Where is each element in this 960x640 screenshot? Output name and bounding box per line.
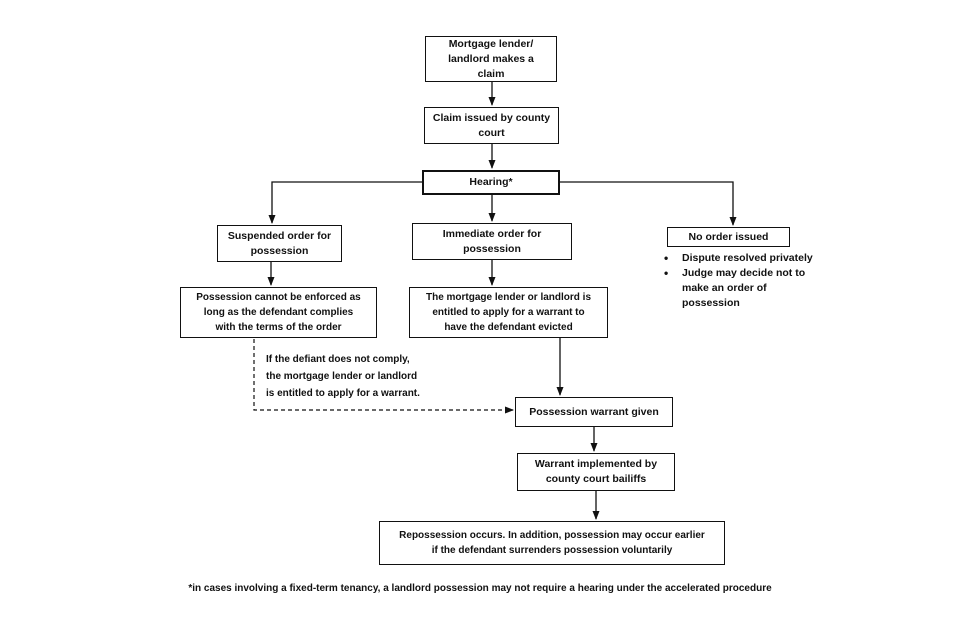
- node-line: Repossession occurs. In addition, posses…: [399, 530, 705, 541]
- node-line: The mortgage lender or landlord is: [425, 292, 592, 303]
- note-line: If the defiant does not comply,: [266, 354, 410, 365]
- node-line: if the defendant surrenders possession v…: [431, 545, 673, 556]
- node-possession-cannot-be-enforced: Possession cannot be enforced as long as…: [180, 287, 377, 338]
- node-line: Possession warrant given: [529, 405, 659, 418]
- bullet-item: Judge may decide not to make an order of…: [658, 266, 818, 311]
- note-line: is entitled to apply for a warrant.: [266, 388, 420, 399]
- node-immediate-order: Immediate order for possession: [412, 223, 572, 260]
- node-possession-warrant-given: Possession warrant given: [515, 397, 673, 427]
- node-line: Possession cannot be enforced as: [196, 292, 361, 303]
- node-claim-issued: Claim issued by county court: [424, 107, 559, 144]
- no-order-bullet-list: Dispute resolved privately Judge may dec…: [658, 251, 818, 311]
- node-line: No order issued: [688, 230, 769, 243]
- node-hearing: Hearing*: [422, 170, 560, 195]
- arrow-hearing-to-no-order: [560, 181, 737, 226]
- node-line: Warrant implemented by: [534, 458, 658, 470]
- node-line: possession: [463, 242, 521, 255]
- node-entitled-to-warrant: The mortgage lender or landlord is entit…: [409, 287, 608, 338]
- node-line: Hearing*: [469, 176, 513, 188]
- node-line: possession: [250, 244, 309, 257]
- node-no-order-issued: No order issued: [667, 227, 790, 247]
- node-line: have the defendant evicted: [444, 322, 573, 333]
- node-line: Suspended order for: [227, 229, 332, 242]
- node-repossession-occurs: Repossession occurs. In addition, posses…: [379, 521, 725, 565]
- footnote: *in cases involving a fixed-term tenancy…: [188, 583, 772, 594]
- node-line: entitled to apply for a warrant to: [432, 307, 585, 318]
- node-suspended-order: Suspended order for possession: [217, 225, 342, 262]
- node-line: court: [478, 126, 505, 139]
- node-line: landlord makes a: [448, 52, 534, 65]
- note-line: the mortgage lender or landlord: [266, 371, 418, 382]
- noncompliance-note: If the defiant does not comply, the mort…: [266, 351, 466, 402]
- node-line: Claim issued by county: [432, 111, 551, 124]
- node-line: Immediate order for: [442, 227, 542, 240]
- bullet-item: Dispute resolved privately: [658, 251, 818, 266]
- dashed-arrow-noncompliance-to-warrant-given: [253, 339, 514, 414]
- node-line: county court bailiffs: [545, 473, 647, 485]
- node-line: long as the defendant complies: [203, 307, 354, 318]
- node-line: with the terms of the order: [215, 322, 342, 333]
- node-line: Mortgage lender/: [448, 37, 534, 50]
- arrow-hearing-to-suspended: [268, 181, 422, 224]
- node-claim-made: Mortgage lender/ landlord makes a claim: [425, 36, 557, 82]
- node-line: claim: [477, 67, 505, 80]
- node-warrant-implemented: Warrant implemented by county court bail…: [517, 453, 675, 491]
